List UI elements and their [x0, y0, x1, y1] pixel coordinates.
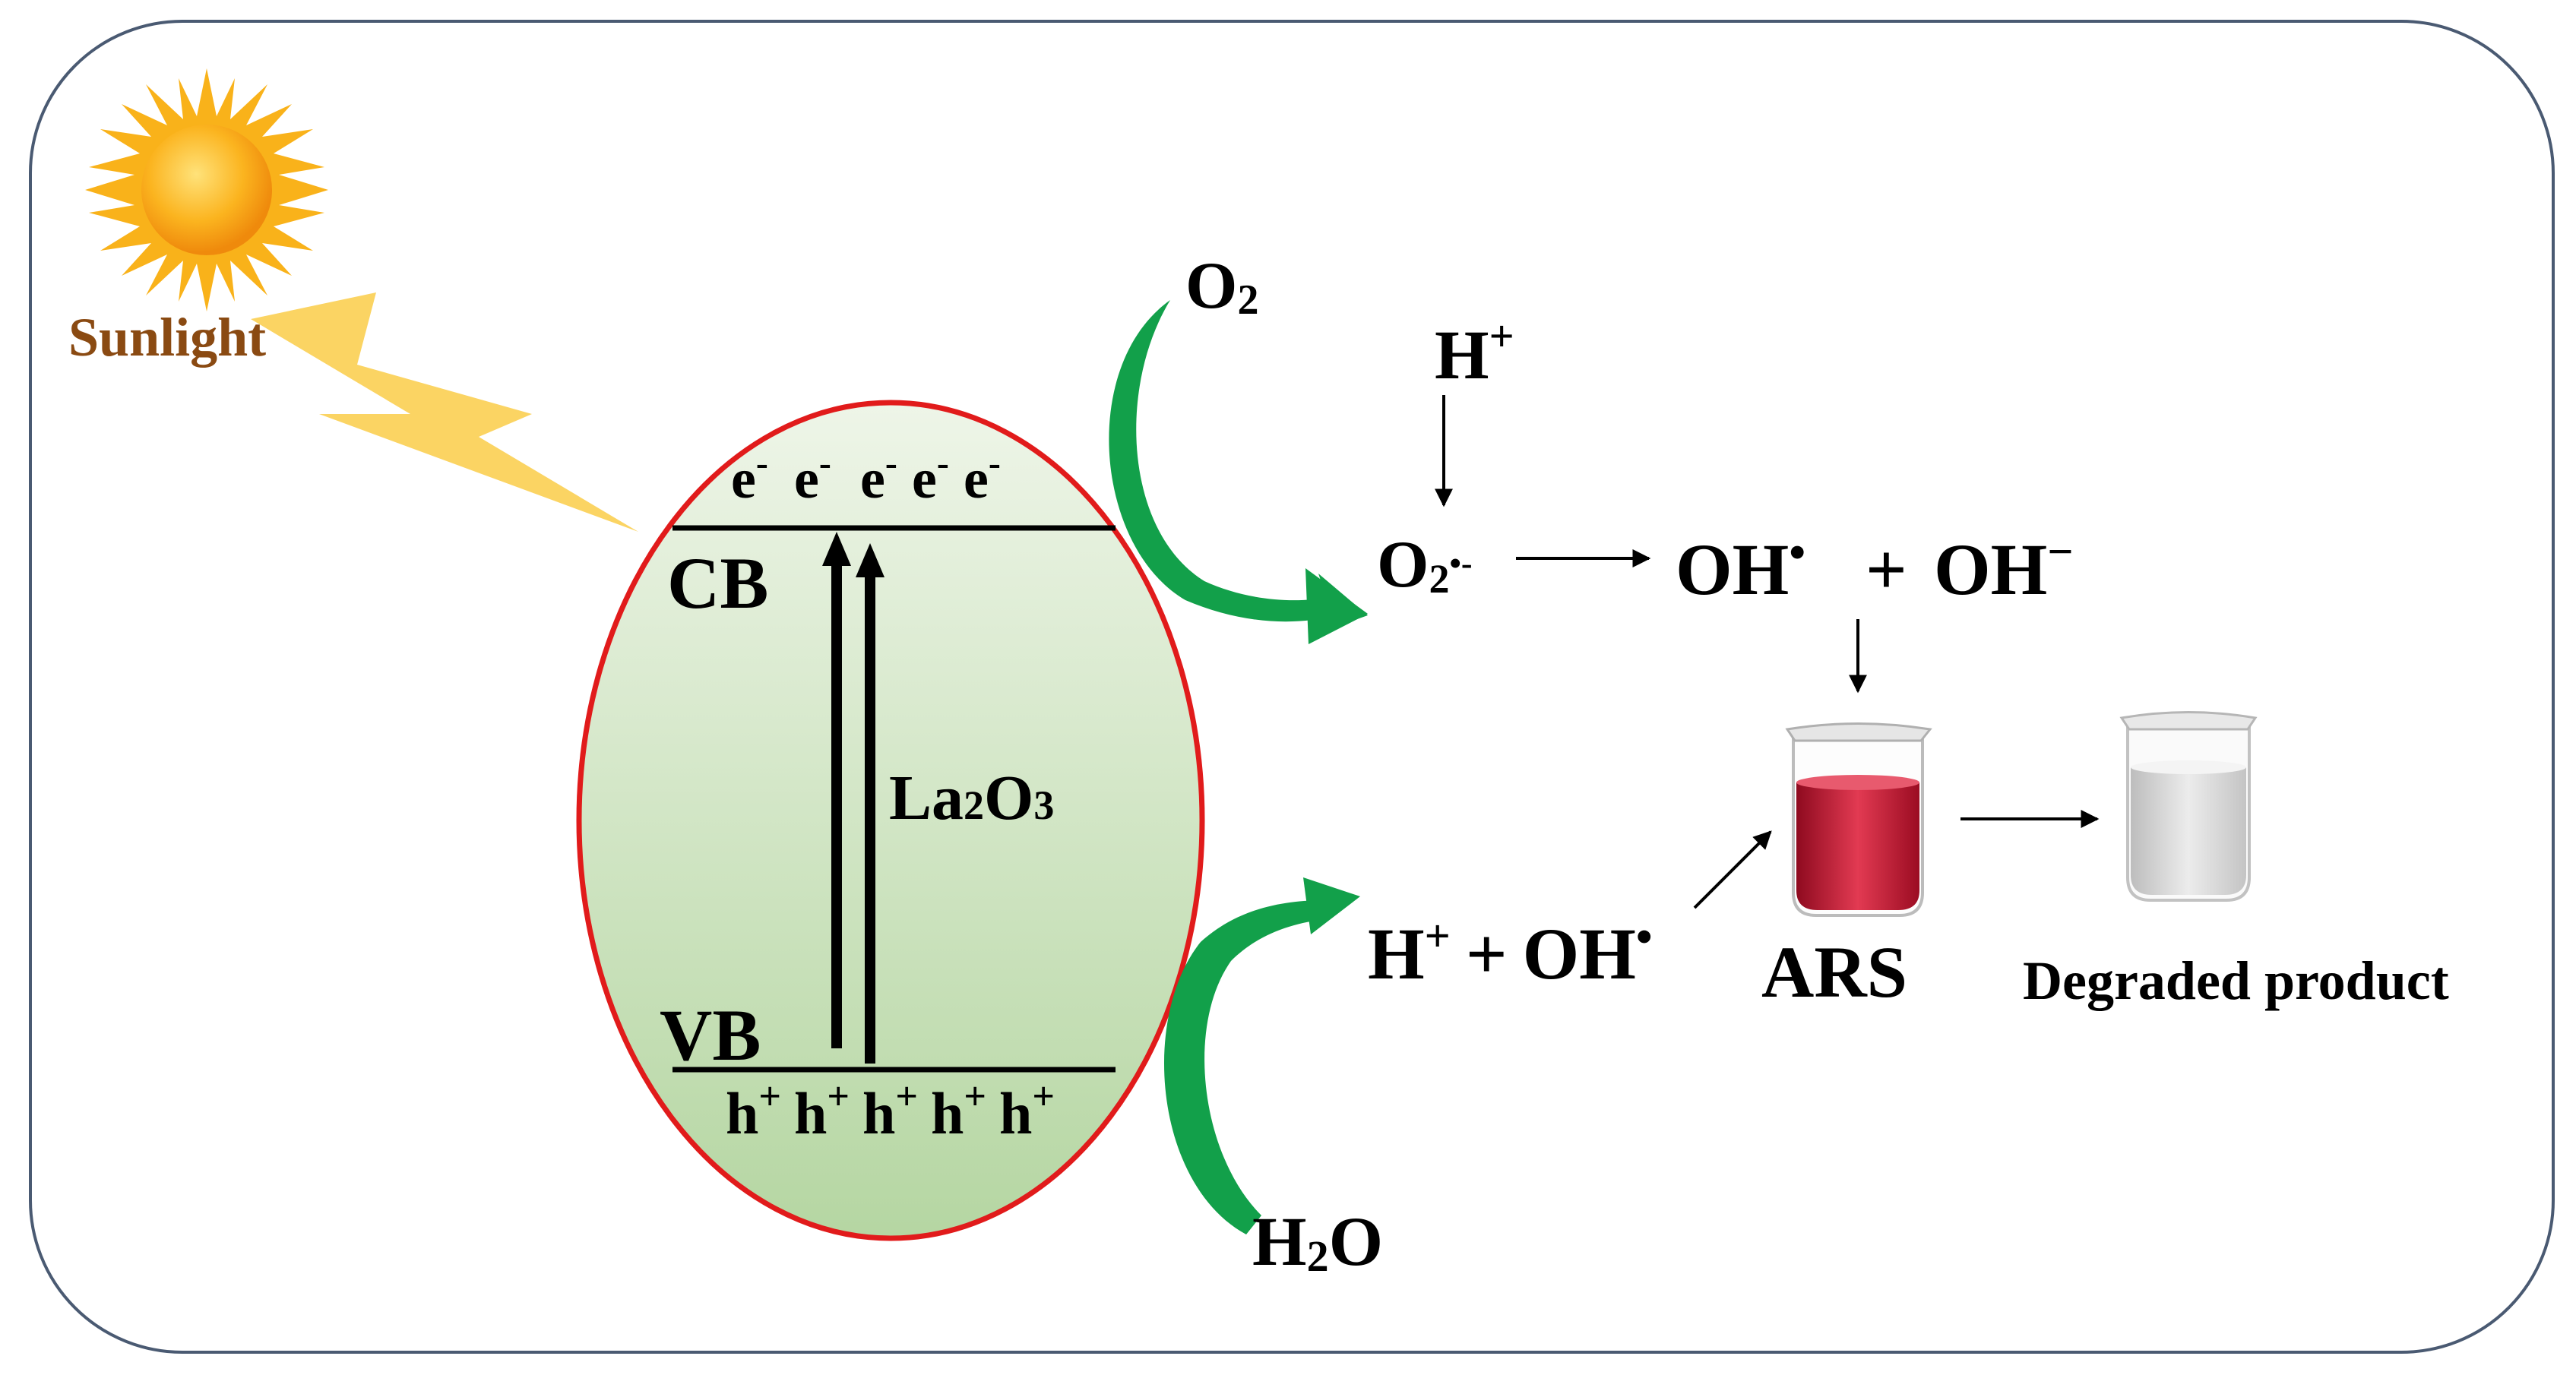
- h2o-label: H2O: [1252, 1203, 1383, 1281]
- svg-text:h+: h+: [931, 1075, 986, 1146]
- oh-radical-label: OH•: [1676, 527, 1805, 610]
- vb-label: VB: [660, 994, 761, 1076]
- svg-text:e-: e-: [731, 443, 768, 510]
- lightning-bolt-icon: [251, 292, 638, 532]
- svg-text:h+: h+: [999, 1075, 1055, 1146]
- svg-text:h+: h+: [794, 1075, 850, 1146]
- svg-text:h+: h+: [862, 1075, 918, 1146]
- ars-label: ARS: [1761, 931, 1907, 1013]
- h-oh-to-ars-arrow: [1693, 830, 1772, 909]
- o2-label: O2: [1185, 249, 1258, 324]
- h-plus-oh-radical-label: H++OH•: [1368, 911, 1653, 994]
- electrons: e- e- e- e- e-: [731, 443, 1001, 510]
- sun-icon: [85, 68, 328, 311]
- hydroxide-label: OH−: [1934, 526, 2074, 610]
- oxygen-reduction-arrow: [1109, 300, 1368, 644]
- cb-label: CB: [667, 542, 768, 624]
- catalyst-particle: [576, 400, 1205, 1241]
- degraded-beaker-icon: [2119, 711, 2258, 902]
- water-oxidation-arrow: [1164, 877, 1360, 1234]
- superoxide-label: O2•-: [1377, 528, 1473, 602]
- sunlight-label: Sunlight: [68, 307, 266, 368]
- svg-text:e-: e-: [794, 443, 831, 510]
- degraded-product-label: Degraded product: [2023, 950, 2449, 1011]
- catalyst-label: La2O3: [889, 763, 1054, 833]
- svg-text:e-: e-: [964, 443, 1001, 510]
- h-plus-top-label: H+: [1435, 311, 1514, 394]
- holes: h+ h+ h+ h+ h+: [726, 1075, 1055, 1146]
- excitation-arrows: [822, 532, 885, 1064]
- outer-frame: [29, 20, 2555, 1354]
- ars-beaker-icon: [1785, 722, 1932, 917]
- svg-text:e-: e-: [860, 443, 897, 510]
- plus-sign: +: [1866, 529, 1907, 610]
- svg-text:e-: e-: [912, 443, 949, 510]
- svg-text:h+: h+: [726, 1075, 781, 1146]
